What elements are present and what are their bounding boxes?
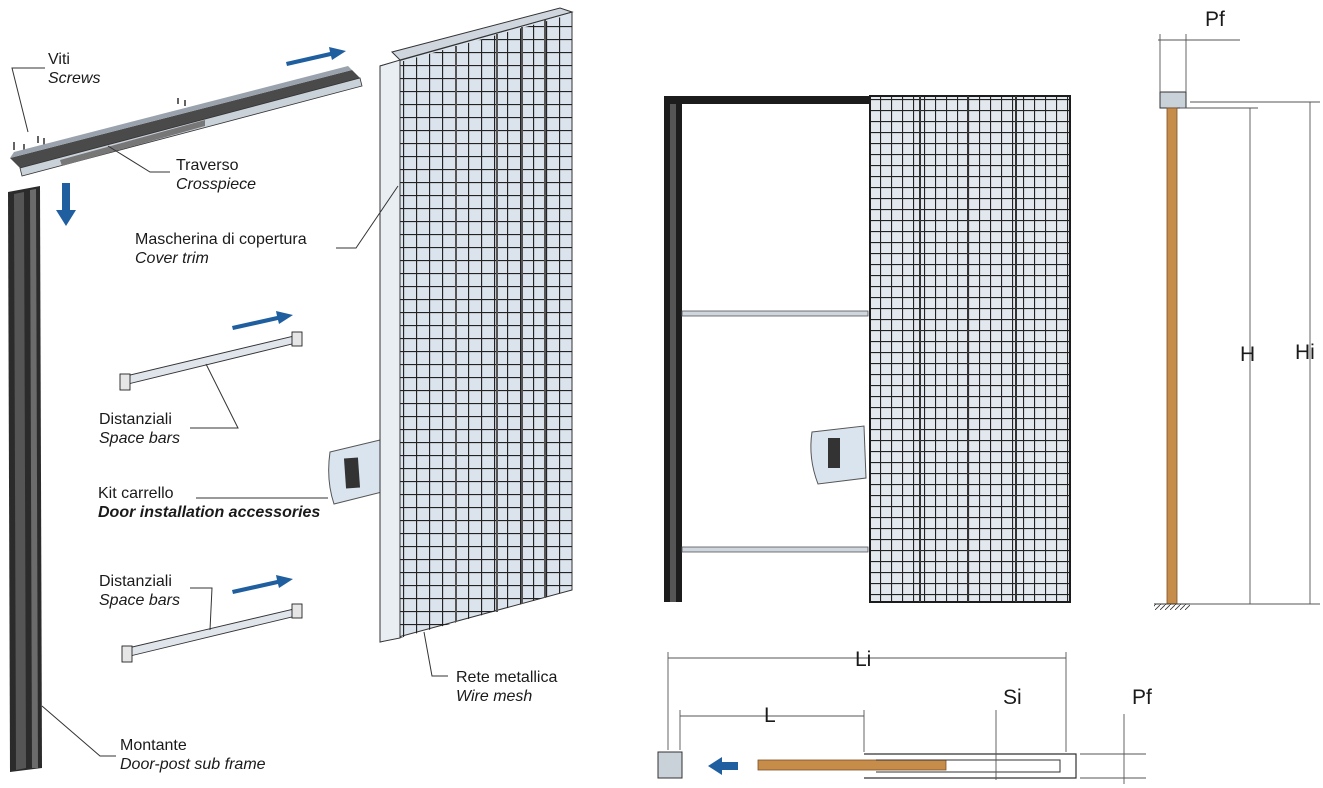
door-post-leader: [41, 705, 116, 757]
cover-trim-label-it: Mascherina di copertura: [135, 231, 307, 248]
accessory-kit-bag: [328, 439, 383, 505]
space-bar-2-leader: [190, 587, 213, 631]
door-post: [8, 186, 42, 772]
screws-label-en: Screws: [48, 70, 101, 87]
wire-mesh-label-en: Wire mesh: [456, 688, 533, 705]
screw-icons: [13, 98, 186, 151]
crosspiece-leader: [107, 145, 170, 173]
crosspiece: [10, 66, 363, 177]
kit-label-it: Kit carrello: [98, 485, 174, 502]
space-bar-1-leader: [190, 363, 239, 429]
pocket-frame-panel: [379, 7, 574, 643]
screws-label-it: Viti: [48, 51, 70, 68]
crosspiece-label-en: Crosspiece: [176, 176, 257, 193]
dimension-hi: Hi: [1295, 341, 1315, 364]
space-bars-label-1: Distanziali Space bars: [99, 410, 180, 448]
wire-mesh-label-it: Rete metallica: [456, 669, 558, 686]
space-bars-2-it: Distanziali: [99, 573, 172, 590]
screws-label: Viti Screws: [48, 50, 100, 88]
space-bars-1-it: Distanziali: [99, 411, 172, 428]
kit-label-en: Door installation accessories: [98, 504, 321, 521]
space-bar-2: [121, 603, 303, 663]
dimension-lines-plan: [667, 652, 1146, 784]
crosspiece-label-it: Traverso: [176, 157, 239, 174]
space-bars-2-en: Space bars: [99, 592, 180, 609]
space-bar-1: [119, 331, 303, 391]
space-bars-label-2: Distanziali Space bars: [99, 572, 180, 610]
dimension-li: Li: [855, 648, 872, 671]
wire-mesh-label: Rete metallica Wire mesh: [456, 668, 557, 706]
dimension-h: H: [1240, 343, 1256, 366]
door-post-label-en: Door-post sub frame: [120, 756, 266, 773]
side-section: [1154, 91, 1190, 610]
space-bars-1-en: Space bars: [99, 430, 180, 447]
kit-label: Kit carrello Door installation accessori…: [98, 484, 320, 522]
dimension-l: L: [764, 704, 776, 727]
dimension-pf-bottom: Pf: [1132, 686, 1152, 709]
screws-leader: [11, 67, 45, 133]
dimension-si: Si: [1003, 686, 1022, 709]
cover-trim-label: Mascherina di copertura Cover trim: [135, 230, 307, 268]
dimension-lines-side: [1158, 34, 1320, 605]
wire-mesh-leader: [423, 631, 448, 677]
arrow-icons: [56, 47, 346, 594]
dimension-pf-top: Pf: [1205, 8, 1225, 31]
plan-view: [657, 751, 1077, 779]
door-post-label: Montante Door-post sub frame: [120, 736, 266, 774]
cover-trim-label-en: Cover trim: [135, 250, 209, 267]
crosspiece-label: Traverso Crosspiece: [176, 156, 256, 194]
cover-trim-leader: [336, 185, 399, 249]
front-view: [664, 95, 1071, 603]
door-post-label-it: Montante: [120, 737, 187, 754]
